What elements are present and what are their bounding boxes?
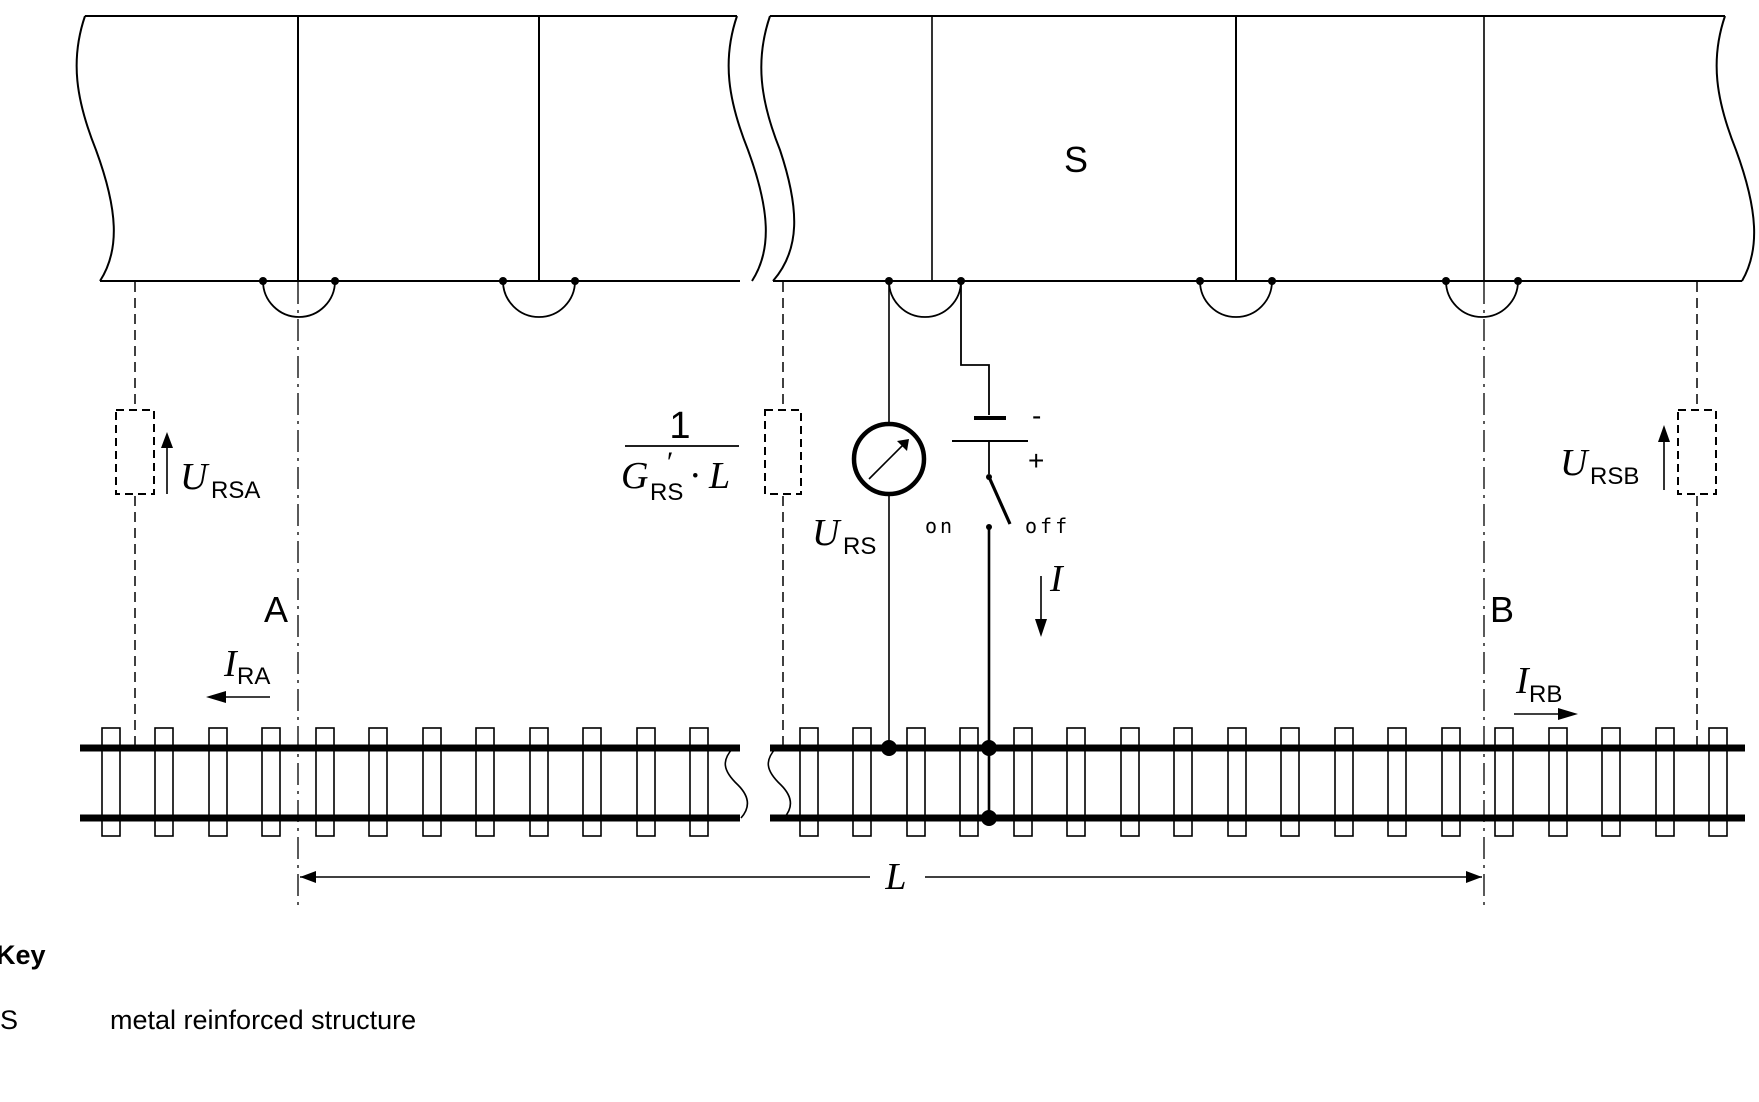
point-b-label: B (1490, 589, 1514, 630)
u-rsa-symbol: U (180, 456, 210, 498)
fraction-numerator: 1 (669, 405, 690, 447)
rail-connection-dots (881, 740, 997, 826)
track-left-break (724, 747, 749, 819)
i-ra-symbol: I (223, 643, 239, 685)
structure-label: S (1064, 139, 1088, 180)
u-rsb-arrow (1658, 425, 1670, 490)
switch-off-label: off (1025, 514, 1070, 538)
length-dimension (300, 871, 1482, 883)
track-left-rails (80, 744, 740, 822)
u-rsa-subscript: RSA (211, 477, 260, 504)
track-left-sleepers (101, 727, 709, 837)
i-ra-subscript: RA (237, 663, 270, 690)
fraction-subscript: RS (650, 479, 683, 506)
battery-icon (952, 416, 1028, 474)
u-rs-subscript: RS (843, 533, 876, 560)
section-boundary-lines (297, 282, 1485, 910)
fraction-prime: ′ (665, 446, 672, 479)
i-rb-subscript: RB (1529, 681, 1562, 708)
key-entry: S metal reinforced structure (0, 1005, 416, 1036)
battery-plus-label: + (1028, 445, 1044, 476)
u-rsb-subscript: RSB (1590, 463, 1639, 490)
track-right-sleepers (799, 727, 1728, 837)
i-rb-symbol: I (1515, 660, 1531, 702)
switch-on-label: on (925, 514, 955, 538)
dashed-leakage-paths (134, 282, 1698, 748)
current-i-label: I (1049, 558, 1065, 600)
voltmeter-icon (851, 421, 927, 497)
resistor-middle (764, 409, 802, 495)
length-label: L (884, 856, 906, 898)
key-description: metal reinforced structure (110, 1005, 417, 1035)
connection-loops (262, 280, 1519, 318)
key-symbol: S (0, 1005, 19, 1035)
fraction-tail: · L (690, 455, 730, 497)
resistor-right (1677, 409, 1717, 495)
resistor-left (115, 409, 155, 495)
u-rs-symbol: U (812, 512, 842, 554)
track-right-rails (770, 744, 1745, 822)
battery-wire (960, 281, 990, 415)
i-ra-arrow (206, 691, 270, 703)
u-rsb-symbol: U (1560, 442, 1590, 484)
i-rb-arrow (1514, 708, 1578, 720)
structure-block-right (760, 15, 1756, 282)
u-rsa-arrow (161, 432, 173, 494)
battery-minus-label: - (1032, 400, 1041, 431)
point-a-label: A (264, 589, 288, 630)
key-title: Key (0, 940, 46, 970)
current-arrow (1035, 576, 1047, 637)
fraction-g-symbol: G (621, 455, 648, 497)
track-right-break (767, 747, 792, 819)
structure-block-left (75, 15, 767, 282)
switch-icon (986, 474, 1012, 825)
